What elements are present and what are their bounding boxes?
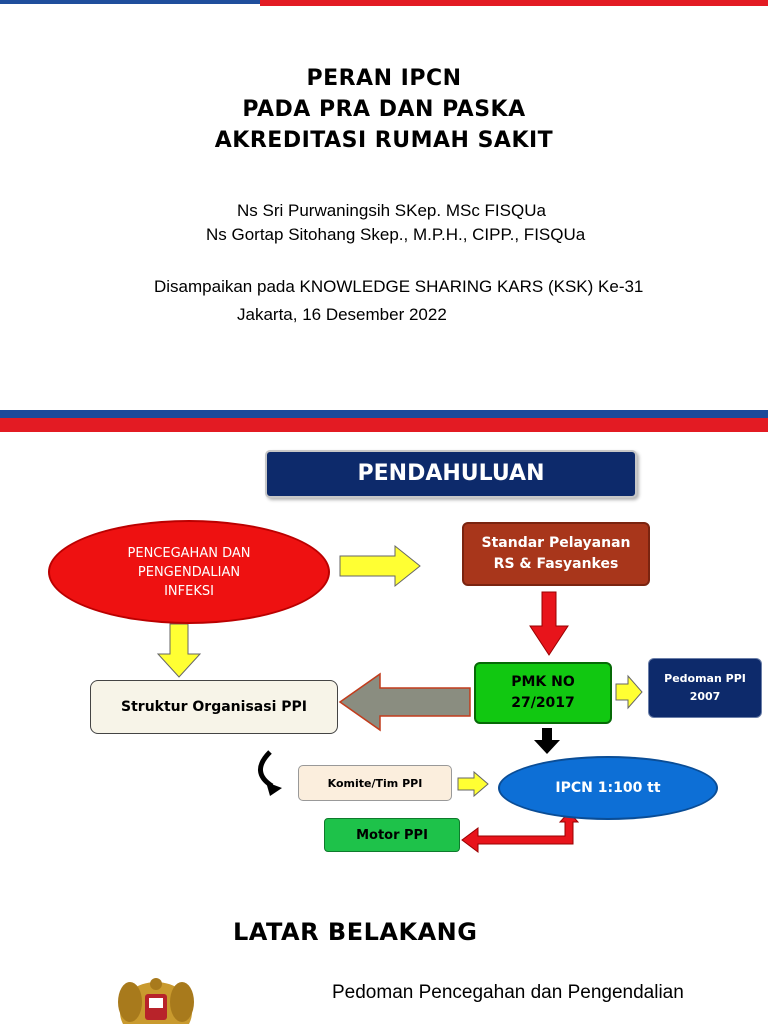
arrow-pmk-to-pedoman (615, 674, 643, 710)
arrow-ppi-to-struktur (156, 623, 202, 678)
arrow-ipcn-to-motor (461, 811, 580, 853)
struktur-organisasi-box: Struktur Organisasi PPI (90, 680, 338, 734)
pmk-box: PMK NO 27/2017 (474, 662, 612, 724)
garuda-emblem-icon (118, 978, 194, 1024)
pmk-label-line-2: 27/2017 (511, 695, 575, 711)
motor-ppi-box: Motor PPI (324, 818, 460, 852)
pendahuluan-heading: PENDAHULUAN (265, 450, 637, 498)
pmk-label-line-1: PMK NO (511, 674, 575, 690)
slide-title-line-2: PADA PRA DAN PASKA (242, 97, 526, 122)
arrow-pmk-to-struktur (338, 672, 471, 732)
top-bar-red (260, 0, 768, 6)
latar-belakang-text: Pedoman Pencegahan dan Pengendalian (332, 982, 684, 1003)
standar-pelayanan-box: Standar Pelayanan RS & Fasyankes (462, 522, 650, 586)
ppi-label-line-3: INFEKSI (164, 583, 214, 599)
arrow-pmk-to-ipcn (534, 728, 560, 754)
slide-divider-red (0, 418, 768, 432)
ppi-label-line-1: PENCEGAHAN DAN (127, 545, 251, 561)
standar-label-line-2: RS & Fasyankes (493, 556, 619, 572)
latar-belakang-heading: LATAR BELAKANG (233, 918, 478, 946)
pedoman-ppi-box: Pedoman PPI 2007 (648, 658, 762, 718)
author-2: Ns Gortap Sitohang Skep., M.P.H., CIPP.,… (206, 225, 586, 244)
slide-divider-blue (0, 410, 768, 418)
arrow-komite-to-ipcn (457, 770, 489, 798)
ppi-ellipse: PENCEGAHAN DAN PENGENDALIAN INFEKSI (48, 520, 330, 624)
komite-tim-box: Komite/Tim PPI (298, 765, 452, 801)
curved-arrow-komite-head (266, 782, 282, 796)
arrow-ppi-to-standar (339, 544, 421, 588)
pedoman-label-line-1: Pedoman PPI (664, 672, 746, 685)
slide-title-line-1: PERAN IPCN (306, 66, 462, 91)
standar-label-line-1: Standar Pelayanan (481, 535, 631, 551)
event-text: Disampaikan pada KNOWLEDGE SHARING KARS … (154, 277, 644, 296)
slide-title-line-3: AKREDITASI RUMAH SAKIT (214, 128, 554, 153)
author-1: Ns Sri Purwaningsih SKep. MSc FISQUa (237, 201, 546, 220)
pedoman-label-line-2: 2007 (689, 690, 721, 703)
location-date: Jakarta, 16 Desember 2022 (237, 305, 447, 324)
arrow-standar-to-pmk (529, 591, 569, 656)
ipcn-ellipse: IPCN 1:100 tt (498, 756, 718, 820)
curved-arrow-komite (258, 750, 274, 789)
ppi-label-line-2: PENGENDALIAN (137, 564, 241, 580)
